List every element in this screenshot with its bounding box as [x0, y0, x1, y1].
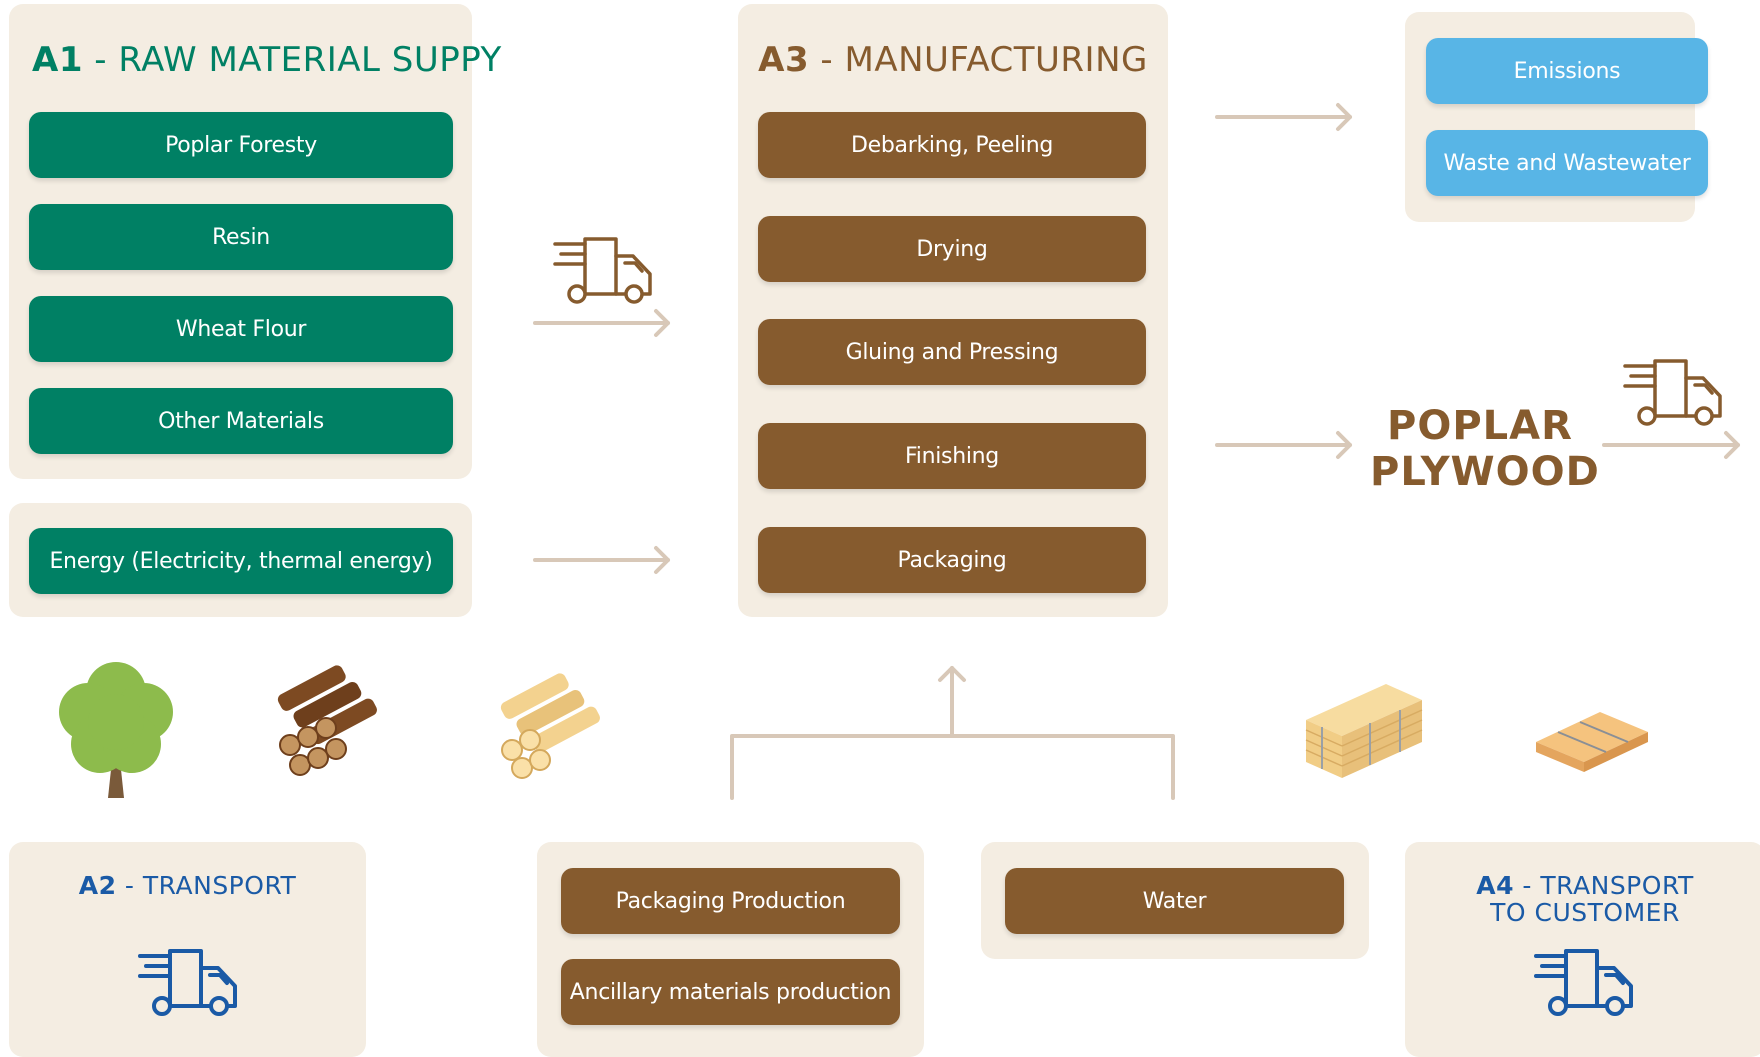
- output-emissions: Emissions: [1426, 38, 1708, 104]
- a4-line1: - TRANSPORT: [1513, 871, 1694, 900]
- a4-line2: TO CUSTOMER: [1490, 898, 1680, 927]
- a3-code: A3: [758, 40, 810, 80]
- a1-title: - RAW MATERIAL SUPPY: [82, 40, 502, 80]
- a1-item-wheat-flour: Wheat Flour: [29, 296, 453, 362]
- water-item: Water: [1005, 868, 1344, 934]
- plywood-sheet-icon: [1536, 712, 1648, 772]
- a4-code: A4: [1476, 871, 1514, 900]
- a2-title: - TRANSPORT: [116, 871, 297, 900]
- a4-heading: A4 - TRANSPORT TO CUSTOMER: [1405, 872, 1760, 926]
- truck-icon: [1623, 359, 1722, 426]
- log-pile-icon: [277, 665, 377, 776]
- product-line2: PLYWOOD: [1370, 449, 1600, 495]
- arrow-to-product: [1215, 431, 1352, 459]
- truck-icon: [553, 237, 652, 304]
- arrow-raw-to-manufacturing: [533, 309, 670, 337]
- a1-item-poplar-foresty: Poplar Foresty: [29, 112, 453, 178]
- truck-icon: [138, 949, 237, 1016]
- a3-heading: A3 - MANUFACTURING: [738, 40, 1168, 80]
- arrow-inputs-to-manufacturing: [730, 666, 1175, 800]
- a3-panel: [738, 4, 1168, 617]
- a3-step-finishing: Finishing: [758, 423, 1146, 489]
- a3-step-packaging: Packaging: [758, 527, 1146, 593]
- peeled-logs-icon: [500, 673, 600, 779]
- a3-step-drying: Drying: [758, 216, 1146, 282]
- a3-step-debarking-peeling: Debarking, Peeling: [758, 112, 1146, 178]
- timber-stack-icon: [1305, 684, 1423, 778]
- arrow-to-emissions: [1215, 103, 1352, 131]
- product-label: POPLAR PLYWOOD: [1370, 403, 1600, 495]
- a3-title: - MANUFACTURING: [809, 40, 1148, 80]
- a1-heading: A1 - RAW MATERIAL SUPPY: [32, 40, 502, 80]
- a1-item-resin: Resin: [29, 204, 453, 270]
- a1-item-other-materials: Other Materials: [29, 388, 453, 454]
- truck-icon: [1534, 949, 1633, 1016]
- a1-code: A1: [32, 40, 83, 80]
- a2-code: A2: [78, 871, 117, 900]
- product-line1: POPLAR: [1387, 403, 1573, 449]
- a3-step-gluing-pressing: Gluing and Pressing: [758, 319, 1146, 385]
- ancillary-packaging-production: Packaging Production: [561, 868, 900, 934]
- output-waste-wastewater: Waste and Wastewater: [1426, 130, 1708, 196]
- tree-icon: [59, 662, 173, 798]
- ancillary-materials-production: Ancillary materials production: [561, 959, 900, 1025]
- arrow-energy-to-manufacturing: [533, 546, 670, 574]
- energy-item: Energy (Electricity, thermal energy): [29, 528, 453, 594]
- a2-heading: A2 - TRANSPORT: [9, 872, 366, 899]
- arrow-product-to-customer: [1602, 431, 1740, 459]
